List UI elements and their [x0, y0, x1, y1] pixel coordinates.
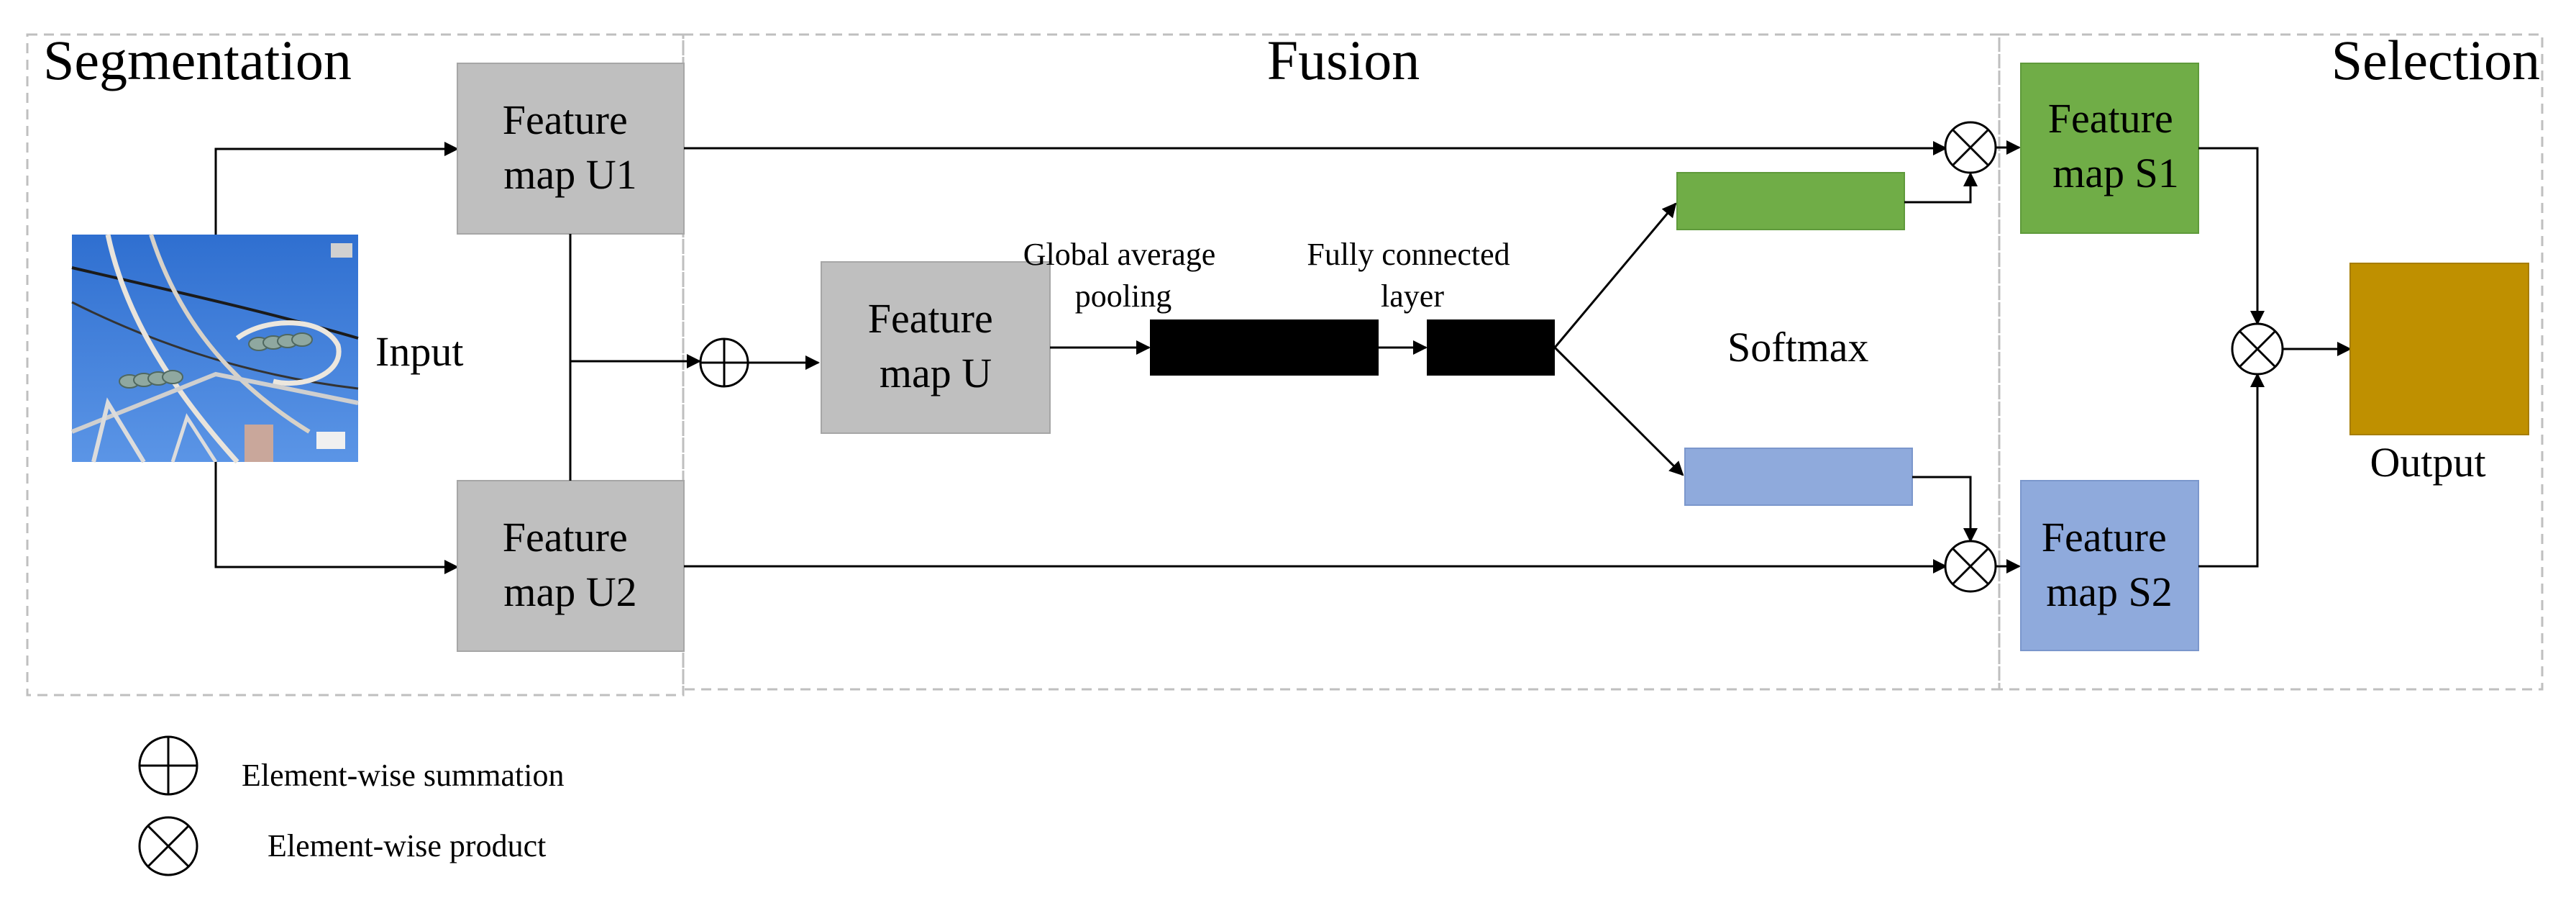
input-label: Input — [375, 328, 463, 375]
output-box — [2349, 263, 2529, 435]
green-attention-vector — [1676, 172, 1905, 230]
feature-map-u1-box — [457, 63, 685, 235]
feature-map-u1-line1: Feature — [503, 96, 628, 143]
feature-map-u1-label: Feature map U1 — [503, 96, 638, 198]
product-icon — [138, 816, 198, 876]
arrow-input-to-u1 — [214, 142, 459, 235]
fc-label: Fully connected layer — [1307, 237, 1517, 314]
feature-map-u2-line2: map U2 — [503, 568, 636, 615]
legend-sum-label: Element-wise summation — [242, 758, 564, 793]
gap-line1: Global average — [1023, 237, 1216, 272]
selection-title: Selection — [2331, 29, 2540, 91]
arrow-fc-to-green — [1553, 202, 1677, 348]
selection-section-frame — [1998, 33, 2544, 691]
feature-map-u-line1: Feature — [868, 295, 993, 342]
arrow-fc-to-blue — [1553, 346, 1684, 476]
output-label: Output — [2370, 439, 2485, 486]
feature-map-u2-line1: Feature — [503, 514, 628, 561]
product-icon — [1944, 540, 1997, 593]
fusion-title: Fusion — [1267, 29, 1420, 91]
softmax-label: Softmax — [1727, 324, 1869, 371]
feature-map-s2-label: Feature map S2 — [2042, 514, 2177, 615]
feature-map-s2-line1: Feature — [2042, 514, 2167, 561]
feature-map-s2-line2: map S2 — [2046, 568, 2173, 615]
feature-map-u-line2: map U — [880, 350, 992, 396]
feature-map-s2-box — [2020, 480, 2199, 651]
fc-line1: Fully connected — [1307, 237, 1509, 272]
feature-map-s1-box — [2020, 63, 2199, 234]
feature-map-s1-line1: Feature — [2048, 95, 2173, 142]
sum-icon — [138, 735, 198, 796]
gap-label: Global average pooling — [1023, 237, 1224, 314]
segmentation-title: Segmentation — [43, 29, 352, 91]
feature-map-s1-label: Feature map S1 — [2048, 95, 2183, 196]
arrow-s2-to-product3 — [2198, 373, 2265, 568]
product-icon — [2231, 322, 2284, 376]
feature-map-u-box — [821, 261, 1051, 434]
fc-vector-bar — [1427, 319, 1555, 376]
sum-icon — [699, 337, 749, 388]
product-icon — [1944, 121, 1997, 174]
arrow-input-to-u2 — [214, 462, 459, 574]
legend-product-label: Element-wise product — [268, 828, 546, 863]
arrow-blue-to-product2 — [1912, 476, 1978, 543]
feature-map-u1-line2: map U1 — [503, 151, 636, 198]
feature-map-s1-line2: map S1 — [2052, 150, 2179, 196]
feature-map-u-label: Feature map U — [868, 295, 1003, 396]
arrow-s1-to-product3 — [2198, 147, 2265, 325]
blue-attention-vector — [1684, 448, 1913, 506]
feature-map-u2-label: Feature map U2 — [503, 514, 638, 615]
feature-map-u2-box — [457, 480, 685, 652]
fc-line2: layer — [1381, 278, 1444, 314]
arrow-green-to-product1 — [1904, 172, 1978, 204]
gap-line2: pooling — [1075, 278, 1171, 314]
gap-vector-bar — [1150, 319, 1379, 376]
input-photo — [70, 234, 359, 464]
